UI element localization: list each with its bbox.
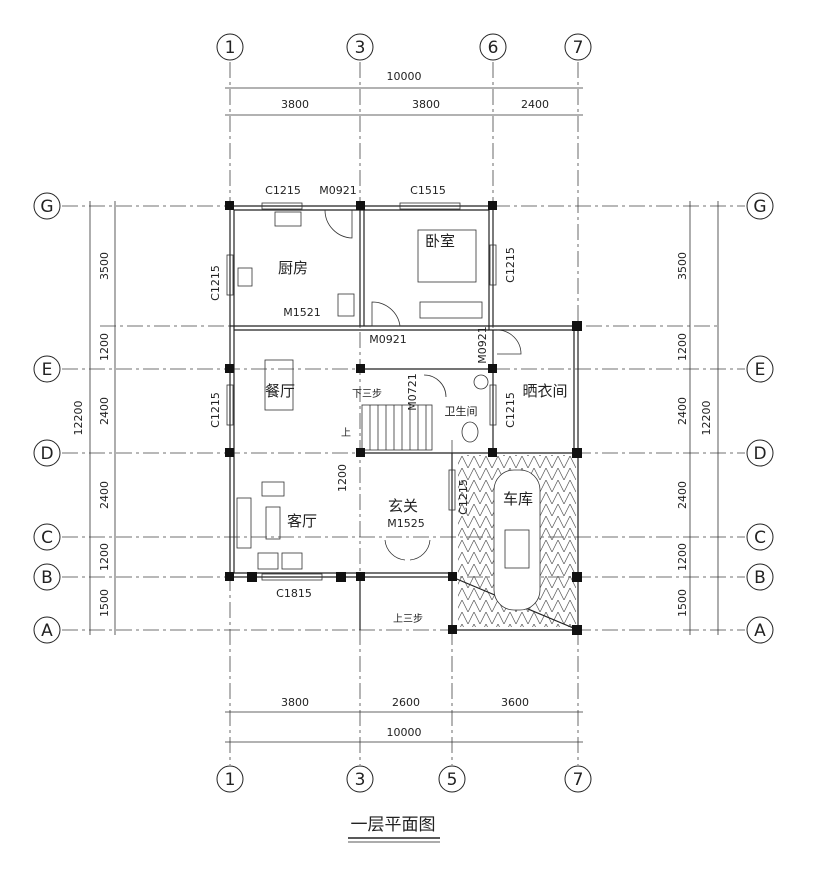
grid-lines xyxy=(62,62,745,765)
dimension-label: 2400 xyxy=(521,98,549,111)
axis-label: D xyxy=(40,444,53,464)
dimension-label: 1200 xyxy=(676,333,689,361)
window-label: C1215 xyxy=(209,392,222,428)
dimension-lines xyxy=(89,87,719,743)
axis-bubble-bottom-7 xyxy=(564,765,592,793)
axis-label: 5 xyxy=(447,770,458,790)
dimension-label: 1200 xyxy=(676,543,689,571)
window-label: C1215 xyxy=(504,392,517,428)
axis-bubble-bottom-5 xyxy=(438,765,466,793)
room-label-dining: 餐厅 xyxy=(265,382,295,400)
axis-label: A xyxy=(41,621,53,641)
room-label-garage: 车库 xyxy=(503,490,533,508)
dimension-label: 10000 xyxy=(387,726,422,739)
fridge xyxy=(337,293,355,317)
axis-label: D xyxy=(753,444,766,464)
wardrobe xyxy=(419,301,483,319)
drawing-title: 一层平面图 xyxy=(351,815,436,835)
windows xyxy=(226,202,497,581)
window-label: C1515 xyxy=(410,184,446,197)
stair-note: 下三步 xyxy=(352,388,382,400)
dimension-label: 3800 xyxy=(281,696,309,709)
axis-bubble-top-7 xyxy=(564,33,592,61)
walls xyxy=(229,205,579,631)
axis-label: E xyxy=(755,360,766,380)
window-label: C1815 xyxy=(276,587,312,600)
dimension-label: 2400 xyxy=(676,397,689,425)
columns xyxy=(225,201,582,635)
axis-label: 1 xyxy=(225,770,236,790)
door-label: M0721 xyxy=(406,373,419,411)
dimension-label: 1200 xyxy=(98,333,111,361)
room-label-bathroom: 卫生间 xyxy=(445,404,478,418)
axis-label: 7 xyxy=(573,38,584,58)
dimension-label: 3800 xyxy=(412,98,440,111)
axis-label: 6 xyxy=(488,38,499,58)
axis-label: A xyxy=(754,621,766,641)
window-label: C1215 xyxy=(209,265,222,301)
axis-label: B xyxy=(754,568,766,588)
axis-bubble-bottom-1 xyxy=(216,765,244,793)
window-label: C1215 xyxy=(265,184,301,197)
axis-label: 3 xyxy=(355,38,366,58)
axis-bubble-top-6 xyxy=(479,33,507,61)
dimension-label: 1200 xyxy=(336,464,349,492)
axis-label: C xyxy=(41,528,53,548)
dining-table xyxy=(264,359,294,411)
toilet xyxy=(461,421,479,443)
room-label-bedroom: 卧室 xyxy=(425,232,455,250)
dimension-label: 3500 xyxy=(676,252,689,280)
dimension-label: 1200 xyxy=(98,543,111,571)
stove xyxy=(237,267,253,287)
dimension-label: 3600 xyxy=(501,696,529,709)
axis-label: E xyxy=(42,360,53,380)
axis-label: 3 xyxy=(355,770,366,790)
door-label: M1525 xyxy=(387,517,425,530)
dimension-label: 3800 xyxy=(281,98,309,111)
room-label-foyer: 玄关 xyxy=(388,497,418,515)
axis-bubble-top-3 xyxy=(346,33,374,61)
stairs xyxy=(361,404,433,451)
step-note: 上三步 xyxy=(393,613,423,625)
washbasin xyxy=(473,374,489,390)
door-label: M1521 xyxy=(283,306,321,319)
axis-bubble-bottom-3 xyxy=(346,765,374,793)
door-label: M0921 xyxy=(476,326,489,364)
furniture xyxy=(236,211,541,611)
dimension-label: 10000 xyxy=(387,70,422,83)
bed xyxy=(417,229,477,283)
axis-label: B xyxy=(41,568,53,588)
dimension-label: 3500 xyxy=(98,252,111,280)
axis-label: G xyxy=(753,197,766,217)
dimension-label: 1500 xyxy=(676,589,689,617)
door-label: M0921 xyxy=(369,333,407,346)
dimension-label: 12200 xyxy=(700,401,713,436)
sink xyxy=(274,211,302,227)
dimension-label: 1500 xyxy=(98,589,111,617)
car xyxy=(493,469,541,611)
dimension-label: 2400 xyxy=(98,481,111,509)
dimension-label: 2400 xyxy=(98,397,111,425)
axis-label: 1 xyxy=(225,38,236,58)
dimension-label: 2600 xyxy=(392,696,420,709)
door-label: M0921 xyxy=(319,184,357,197)
dimension-label: 2400 xyxy=(676,481,689,509)
axis-label: 7 xyxy=(573,770,584,790)
window-label: C1215 xyxy=(457,479,470,515)
room-label-living: 客厅 xyxy=(287,512,317,530)
doors xyxy=(324,209,522,561)
axis-label: G xyxy=(40,197,53,217)
stair-note: 上 xyxy=(341,427,351,439)
coffee-table xyxy=(265,506,281,540)
room-label-kitchen: 厨房 xyxy=(278,259,308,277)
axis-bubbles xyxy=(33,33,774,793)
window-label: C1215 xyxy=(504,247,517,283)
axis-bubble-top-1 xyxy=(216,33,244,61)
axis-label: C xyxy=(754,528,766,548)
sofa xyxy=(236,497,252,549)
dimension-label: 12200 xyxy=(72,401,85,436)
room-label-drying-room: 晒衣间 xyxy=(522,382,567,400)
